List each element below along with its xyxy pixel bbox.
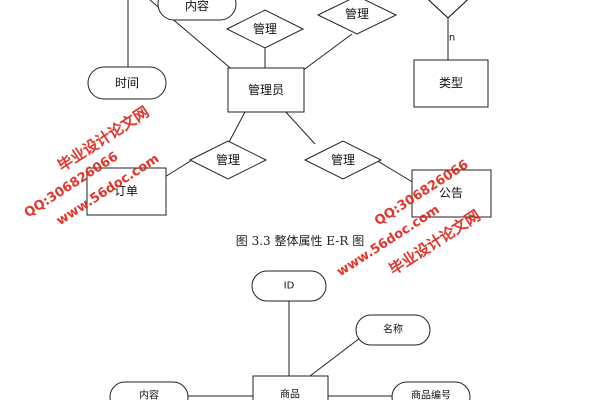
figure-caption: 图 3.3 整体属性 E-R 图 [236, 233, 364, 248]
attr-number-shape [391, 381, 471, 400]
attr-id-shape [251, 270, 327, 302]
entity-announce-shape [411, 169, 492, 218]
entity-product: 商品 [252, 375, 329, 400]
attr-content-bottom-shape [109, 381, 189, 400]
entity-admin-shape [227, 67, 305, 113]
rel-manage-4-label: 管理 [331, 152, 355, 167]
rel-manage-1-shape [225, 9, 305, 49]
entity-announce-label: 公告 [439, 186, 463, 200]
entity-product-label: 商品 [280, 388, 300, 400]
rel-partial-top-right [427, 0, 469, 19]
rel-manage-4-shape [303, 140, 383, 180]
attr-number-label: 商品编号 [411, 389, 451, 400]
entity-type-shape [413, 59, 489, 108]
rel-manage-3-label: 管理 [216, 152, 240, 167]
rel-manage-2-shape [316, 0, 398, 35]
entity-order-label: 订单 [114, 184, 138, 198]
line-name-product [309, 337, 361, 377]
rel-partial-shape [427, 0, 469, 19]
attr-content-bottom: 内容 [109, 381, 189, 400]
attr-time-shape [87, 66, 167, 100]
attr-content-label: 内容 [185, 0, 209, 13]
entity-product-shape [252, 375, 329, 400]
entity-admin-label: 管理员 [248, 82, 284, 97]
rel-manage-4: 管理 [303, 140, 383, 180]
rel-manage-1-label: 管理 [253, 21, 277, 36]
rel-manage-3-shape [188, 140, 268, 180]
attr-time: 时间 [87, 66, 167, 100]
entity-announce: 公告 [411, 169, 492, 218]
line-admin-rel4 [283, 109, 316, 145]
attr-name: 名称 [355, 314, 431, 346]
attr-time-label: 时间 [115, 76, 139, 90]
attr-id: ID [251, 270, 327, 302]
entity-type: 类型 [413, 59, 489, 108]
rel-manage-1: 管理 [225, 9, 305, 49]
line-rel4-announce [375, 159, 415, 184]
rel-partial-outline [427, 0, 469, 19]
attr-content-bottom-label: 内容 [139, 389, 159, 400]
line-admin-rel3 [227, 109, 247, 145]
entity-admin: 管理员 [227, 67, 305, 113]
attr-id-label: ID [284, 281, 295, 292]
bottom-connection-lines [188, 301, 392, 397]
entity-order-shape [86, 167, 167, 216]
attr-name-label: 名称 [383, 323, 403, 336]
attr-content-shape [157, 0, 237, 21]
rel-manage-3: 管理 [188, 140, 268, 180]
cardinality-n: n [449, 33, 455, 44]
entity-type-label: 类型 [439, 76, 463, 90]
rel-manage-2: 管理 [316, 0, 398, 35]
rel-manage-2-label: 管理 [345, 6, 369, 21]
entity-order: 订单 [86, 167, 167, 216]
attr-content-top: 内容 [157, 0, 237, 21]
attr-number: 商品编号 [391, 381, 471, 400]
attr-name-shape [355, 314, 431, 346]
